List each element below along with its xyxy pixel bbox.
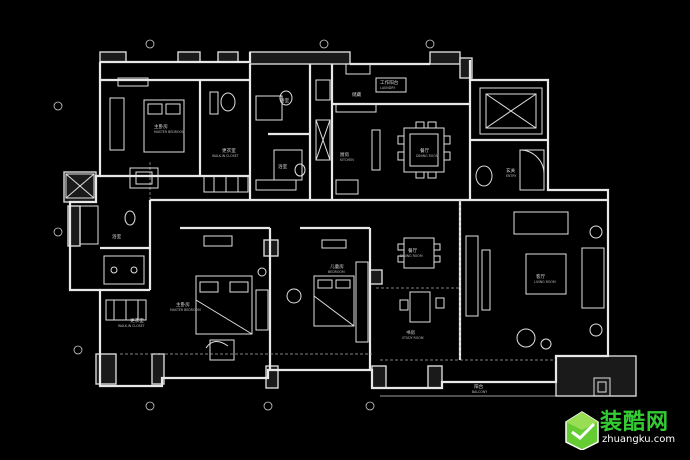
mid-dining-furniture — [397, 237, 441, 269]
watermark-en: zhuangku.com — [602, 434, 676, 445]
label-storage: 储藏 — [352, 91, 362, 98]
upper-dining-furniture — [397, 121, 451, 179]
room-labels: 主卧房 MASTER BEDROOM 更衣室 WALK-IN CLOSET 浴室… — [112, 79, 556, 394]
label-living: 客厅 — [536, 273, 546, 280]
label-dining-mid-sub: DINING ROOM — [400, 254, 423, 258]
label-living-sub: LIVING ROOM — [534, 280, 556, 284]
label-balcony-sub: BALCONY — [472, 390, 487, 394]
grid-markers — [53, 39, 435, 411]
entry-furniture — [475, 149, 545, 191]
label-kitchen: 厨房 — [340, 151, 350, 158]
kitchen-furniture — [335, 63, 407, 171]
label-bedroom-left: 主卧房 — [176, 301, 190, 308]
dashed-guides — [120, 160, 556, 361]
label-bedroom-mid: 儿童房 — [330, 263, 344, 270]
label-walkin-left: 更衣室 — [130, 317, 144, 324]
watermark: 装酷网 zhuangku.com — [562, 402, 682, 454]
label-laundry: 工作阳台 — [380, 79, 399, 86]
living-furniture — [465, 211, 605, 350]
watermark-logo-icon — [565, 411, 599, 450]
label-bedroom-left-sub: MASTER BEDROOM — [170, 308, 201, 312]
label-walkin: 更衣室 — [222, 147, 236, 154]
label-entry-sub: ENTRY — [506, 174, 516, 178]
label-bath-b: 浴室 — [278, 163, 288, 170]
watermark-cn: 装酷网 — [600, 410, 670, 435]
label-bath-left: 浴室 — [112, 233, 122, 240]
walkin-furniture — [203, 91, 249, 193]
label-kitchen-sub: KITCHEN — [340, 158, 354, 162]
label-master-upper: 主卧房 — [154, 123, 168, 130]
label-study-sub: STUDY ROOM — [402, 336, 424, 340]
label-entry: 玄关 — [506, 167, 516, 174]
label-study: 书房 — [406, 329, 416, 336]
left-bedroom-furniture — [105, 235, 269, 361]
label-walkin-sub: WALK-IN CLOSET — [212, 154, 239, 158]
label-balcony: 阳台 — [474, 383, 484, 390]
elevator-shaft — [479, 87, 543, 135]
label-bath-a: 浴室 — [280, 97, 290, 104]
label-laundry-sub: LAUNDRY — [380, 86, 395, 90]
label-master-upper-sub: MASTER BEDROOM — [154, 130, 185, 134]
label-walkin-left-sub: WALK-IN CLOSET — [118, 324, 145, 328]
upper-bath-furniture — [255, 79, 359, 195]
label-dining-upper-sub: DINING ROOM — [416, 154, 439, 158]
left-bath-furniture — [79, 205, 145, 285]
upper-bedroom-furniture — [109, 77, 185, 189]
label-dining-mid: 餐厅 — [408, 247, 418, 254]
shaft-left — [65, 173, 95, 199]
balcony-detail — [380, 377, 611, 397]
label-dining-upper: 餐厅 — [420, 147, 430, 154]
mid-bedroom-furniture — [286, 239, 369, 343]
study-furniture — [399, 291, 445, 323]
main-walls — [68, 52, 610, 390]
label-bedroom-mid-sub: BEDROOM — [328, 270, 345, 274]
